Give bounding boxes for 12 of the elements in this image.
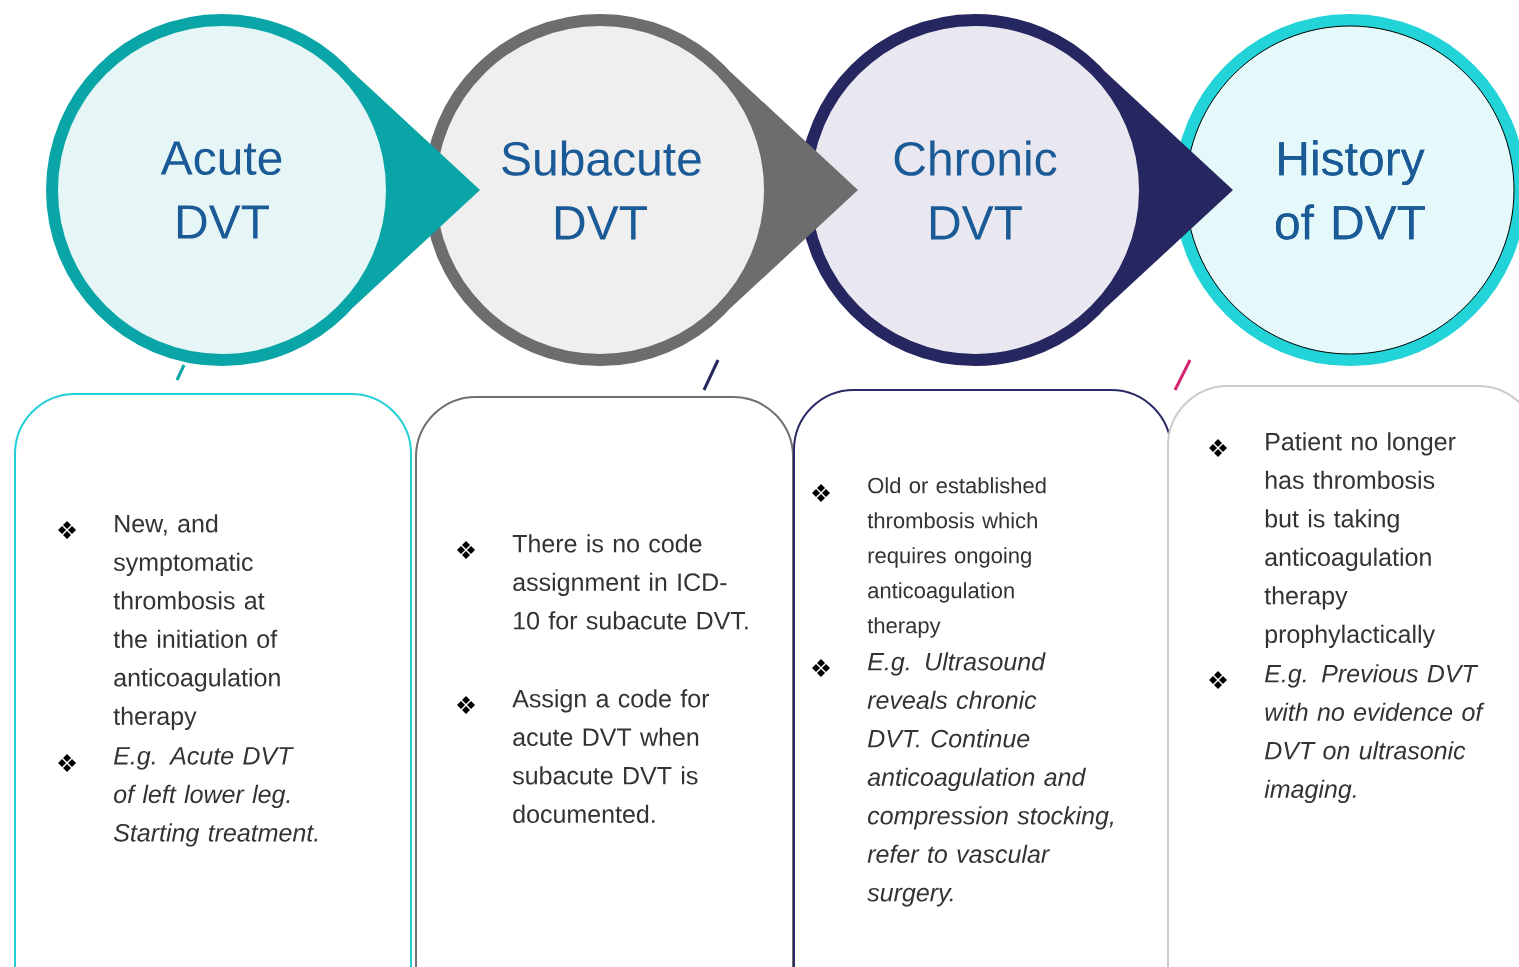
bullet-text: E.g. Previous DVT with no evidence of DVT on ultrasonic imaging. <box>1264 664 1485 803</box>
bullet-text: Old or established thrombosis which requires ongoing anticoagulation therapy <box>867 477 1046 638</box>
text-box <box>1167 385 1519 967</box>
text-box <box>14 393 412 967</box>
text-box <box>415 396 794 967</box>
bullet-text: Assign a code for acute DVT when subacute DVT is documented. <box>512 689 710 824</box>
text-box <box>793 389 1172 967</box>
bullet-text: E.g. Ultrasound reveals chronic DVT. Continue anticoagulation and compression stocking, refer to vascular surgery. <box>867 652 1113 907</box>
bullet-text: E.g. Acute DVT of left lower leg. Starting treatment. <box>113 747 318 847</box>
bullet-text: Patient no longer has thrombosis but is taking anticoagulation therapy prophylactically <box>1264 432 1456 648</box>
bullet-text: There is no code assignment in ICD-10 for subacute DVT. <box>512 534 748 630</box>
bullet-text: New, and symptomatic thrombosis at the initiation of anticoagulation therapy <box>113 514 280 730</box>
